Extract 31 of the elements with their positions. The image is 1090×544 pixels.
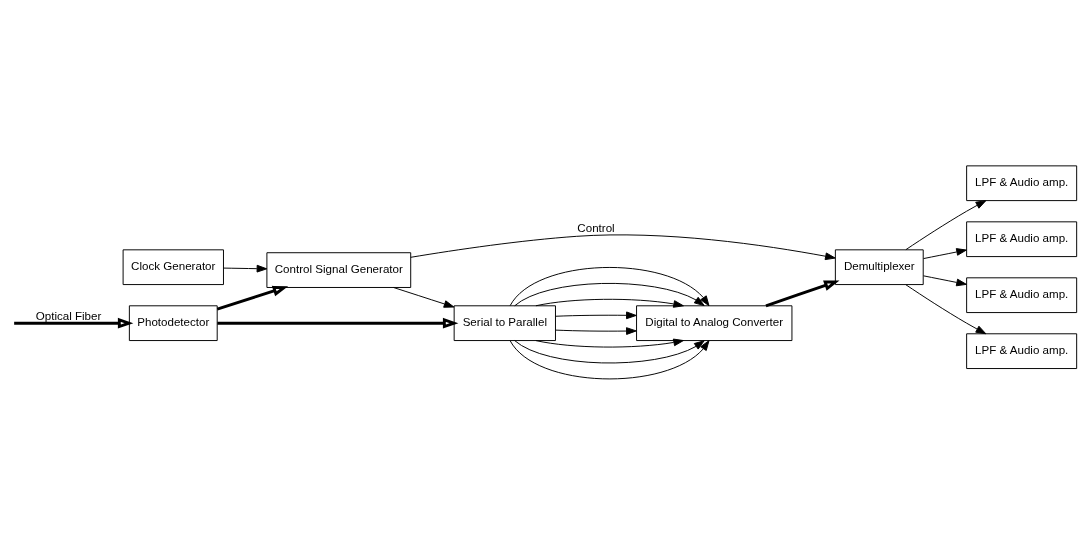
arrow (393, 286, 455, 308)
arrow (14, 317, 134, 329)
node-box: Control Signal Generator (266, 251, 412, 288)
arrow (765, 279, 840, 307)
arrow (555, 310, 637, 319)
node-box: Digital to Analog Converter (636, 304, 793, 341)
arrow (216, 285, 289, 311)
arrow (217, 317, 459, 329)
arrow (905, 199, 987, 250)
arrow (535, 338, 684, 348)
arrow (923, 274, 967, 286)
edge-label: Control (577, 221, 615, 234)
arrow (555, 326, 637, 335)
node-box: Demultiplexer (834, 248, 924, 285)
node-box: LPF & Audio amp. (966, 332, 1078, 369)
node-box: Serial to Parallel (453, 304, 556, 341)
arrow (509, 266, 710, 306)
edge-label: Optical Fiber (35, 309, 102, 322)
arrow (223, 264, 268, 273)
node-box: LPF & Audio amp. (966, 276, 1078, 313)
arrow (514, 282, 705, 306)
arrow (410, 233, 836, 260)
node-box: LPF & Audio amp. (966, 164, 1078, 201)
arrow (923, 247, 967, 259)
arrow (535, 298, 684, 308)
node-box: Photodetector (128, 304, 218, 341)
arrow (514, 339, 705, 363)
node-box: LPF & Audio amp. (966, 220, 1078, 257)
arrow (905, 283, 987, 334)
node-box: Clock Generator (122, 248, 224, 285)
arrow (509, 339, 710, 379)
